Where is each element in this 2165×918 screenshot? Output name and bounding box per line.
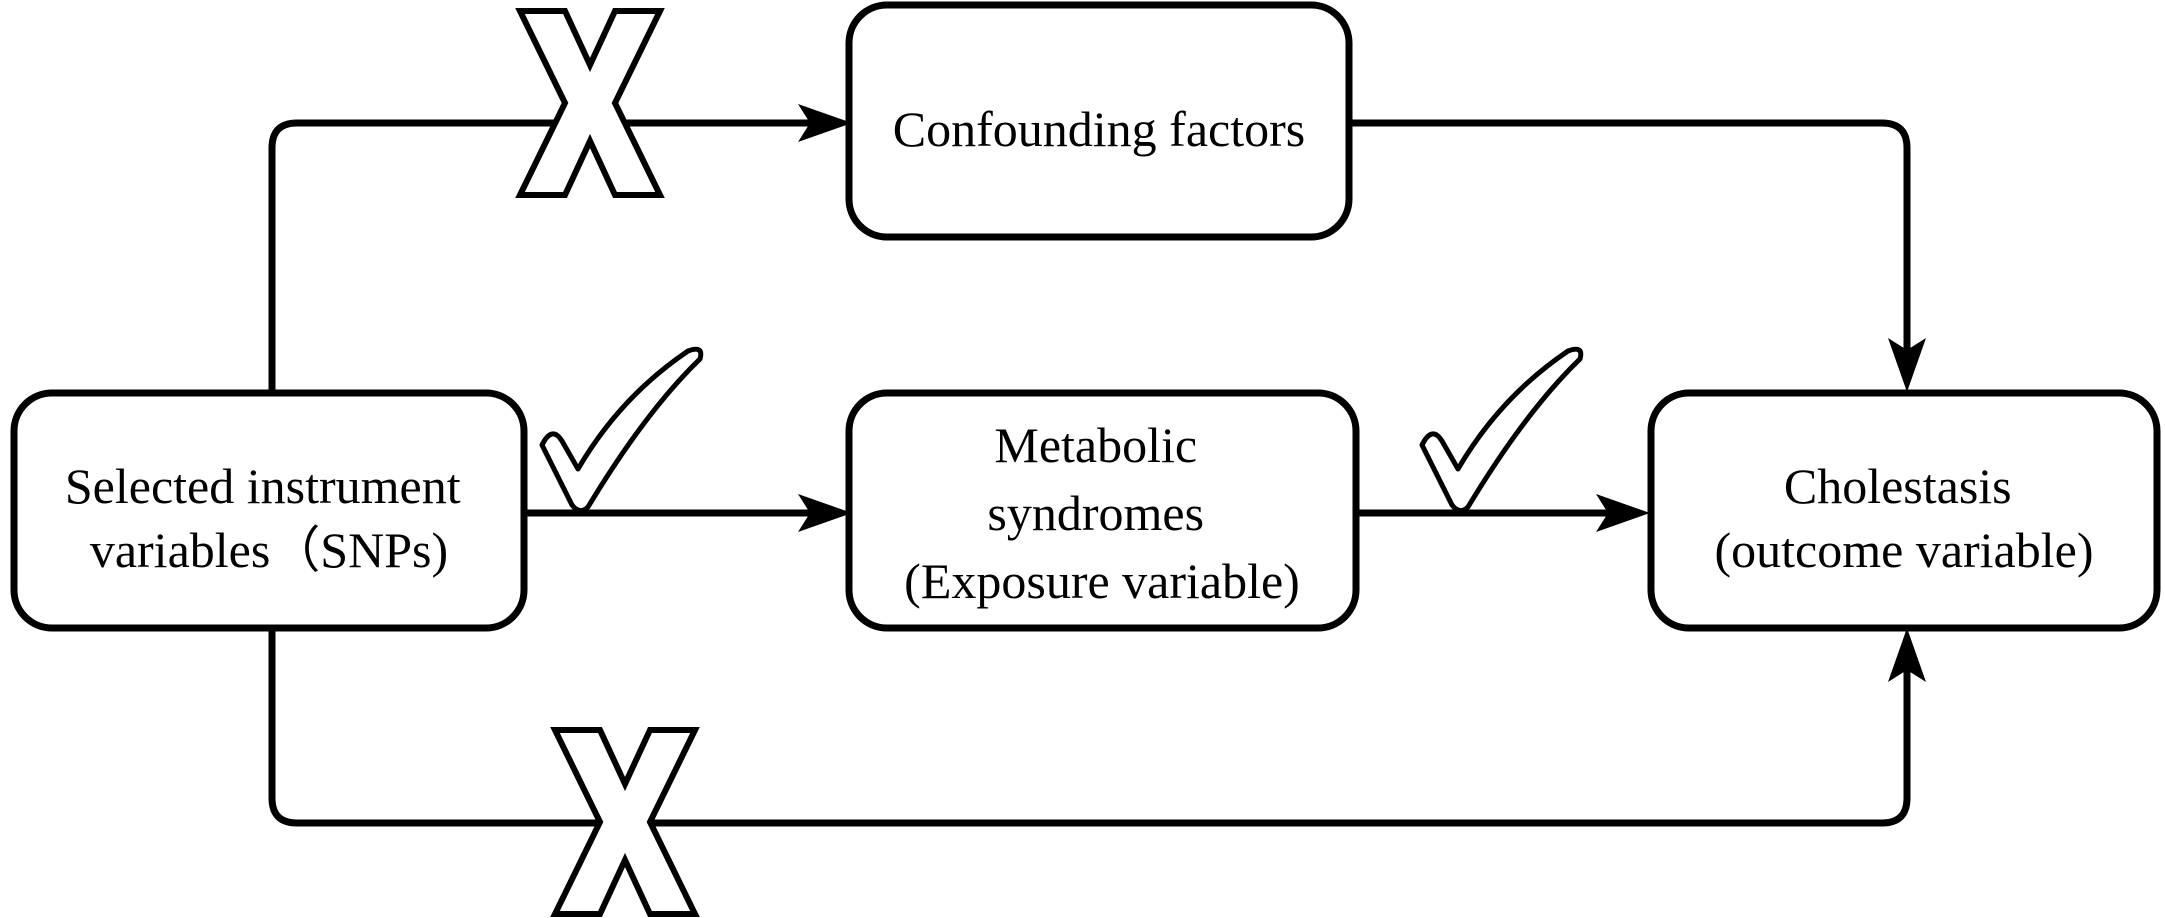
checkmark-icon [1419, 346, 1584, 513]
snps-label-line: Selected instrument [65, 458, 461, 514]
edge-snps-to-outcome-arrowhead [1888, 628, 1926, 682]
edge-snps-to-outcome [268, 630, 1911, 827]
edge-confounding-to-outcome-arrowhead [1888, 338, 1926, 392]
node-box-snps [10, 389, 528, 632]
exposure-label-line: Metabolic [994, 417, 1197, 473]
edge-exposure-to-outcome-arrowhead [1596, 494, 1650, 532]
outcome-label-line: Cholestasis [1784, 458, 2012, 514]
edge-snps-to-exposure-arrowhead [798, 494, 852, 532]
node-box-outcome [1647, 389, 2161, 632]
outcome-label: Cholestasis (outcome variable) [1715, 458, 2094, 578]
exposure-label: Metabolic syndromes (Exposure variable) [904, 417, 1300, 609]
edge-snps-to-confounding [268, 119, 842, 390]
outcome-label-line: (outcome variable) [1715, 522, 2094, 578]
edge-snps-to-confounding-arrowhead [798, 104, 852, 142]
node-box-exposure [845, 389, 1360, 632]
exposure-label-line: syndromes [987, 485, 1204, 541]
snps-label: Selected instrument variables（SNPs) [65, 458, 473, 578]
edge-confounding-to-outcome [1350, 119, 1911, 380]
x-mark-icon [550, 727, 700, 917]
confounding-label-line: Confounding factors [893, 101, 1305, 157]
confounding-label: Confounding factors [893, 101, 1305, 157]
snps-label-line: variables（SNPs) [90, 522, 448, 578]
exposure-label-line: (Exposure variable) [904, 553, 1300, 609]
x-mark-icon [515, 8, 665, 198]
checkmark-icon [539, 346, 704, 513]
node-box-confounding [845, 1, 1353, 241]
